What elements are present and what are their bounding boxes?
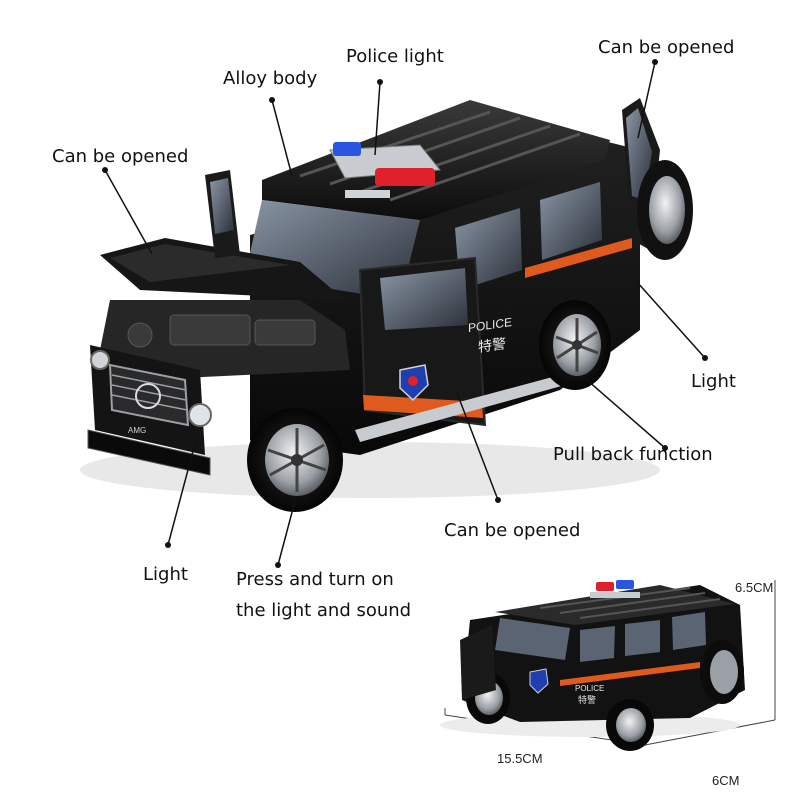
small-car-front <box>460 625 496 700</box>
headlight-right <box>188 403 212 427</box>
callout-rear-light: Light <box>691 371 736 392</box>
small-car-shield <box>529 668 549 694</box>
front-wheel-hub <box>291 454 303 466</box>
siren-light-blue <box>333 142 361 156</box>
small-car-window-2 <box>625 620 660 656</box>
front-bumper <box>87 429 211 476</box>
grille-badge-text: AMG <box>128 426 147 435</box>
dimension-length: 15.5CM <box>497 751 543 766</box>
side-window-2 <box>540 182 602 260</box>
middle-door-glass <box>380 268 468 330</box>
front-grille <box>108 363 190 427</box>
small-car-spare-cover <box>710 650 738 694</box>
siren-mount <box>345 190 390 198</box>
callout-police-light: Police light <box>346 46 444 67</box>
siren-light-red <box>375 168 435 186</box>
callout-press-turn-line2: the light and sound <box>236 600 412 621</box>
small-car-window-3 <box>672 612 706 650</box>
callout-front-light: Light <box>143 564 188 585</box>
small-siren-blue <box>616 580 634 589</box>
callout-pull-back: Pull back function <box>553 444 713 465</box>
dimension-width: 6CM <box>712 773 740 788</box>
callout-opened-hood: Can be opened <box>52 146 189 167</box>
callout-alloy-body: Alloy body <box>223 68 318 89</box>
small-car-window-1 <box>580 626 615 662</box>
small-car-stripe <box>560 662 700 686</box>
small-siren-base <box>590 592 640 598</box>
headlight-left <box>90 350 110 370</box>
small-siren-red <box>596 582 614 591</box>
front-door-left-glass <box>210 178 234 234</box>
small-car-chinese-text: 特警 <box>578 696 597 706</box>
small-car-windshield <box>495 618 570 660</box>
spare-tire-cover <box>649 176 685 244</box>
ground-shadow <box>80 442 660 498</box>
rear-wheel-hub <box>572 340 582 350</box>
grille-slats <box>111 374 188 411</box>
small-car-police-text: POLICE <box>575 684 605 693</box>
mercedes-star-emblem <box>135 383 161 409</box>
shield-center <box>408 376 418 386</box>
body-stripe-rear <box>525 238 632 278</box>
small-rear-rim <box>616 708 646 742</box>
dimension-height: 6.5CM <box>735 580 774 595</box>
callout-lines <box>104 61 706 566</box>
callout-press-turn-line1: Press and turn on <box>236 569 394 590</box>
callout-opened-side-door: Can be opened <box>444 520 581 541</box>
callout-opened-rear-door: Can be opened <box>598 37 735 58</box>
engine-details <box>127 314 316 348</box>
side-step <box>355 375 565 442</box>
hood-highlight <box>110 244 290 282</box>
callout-dots <box>102 59 708 568</box>
